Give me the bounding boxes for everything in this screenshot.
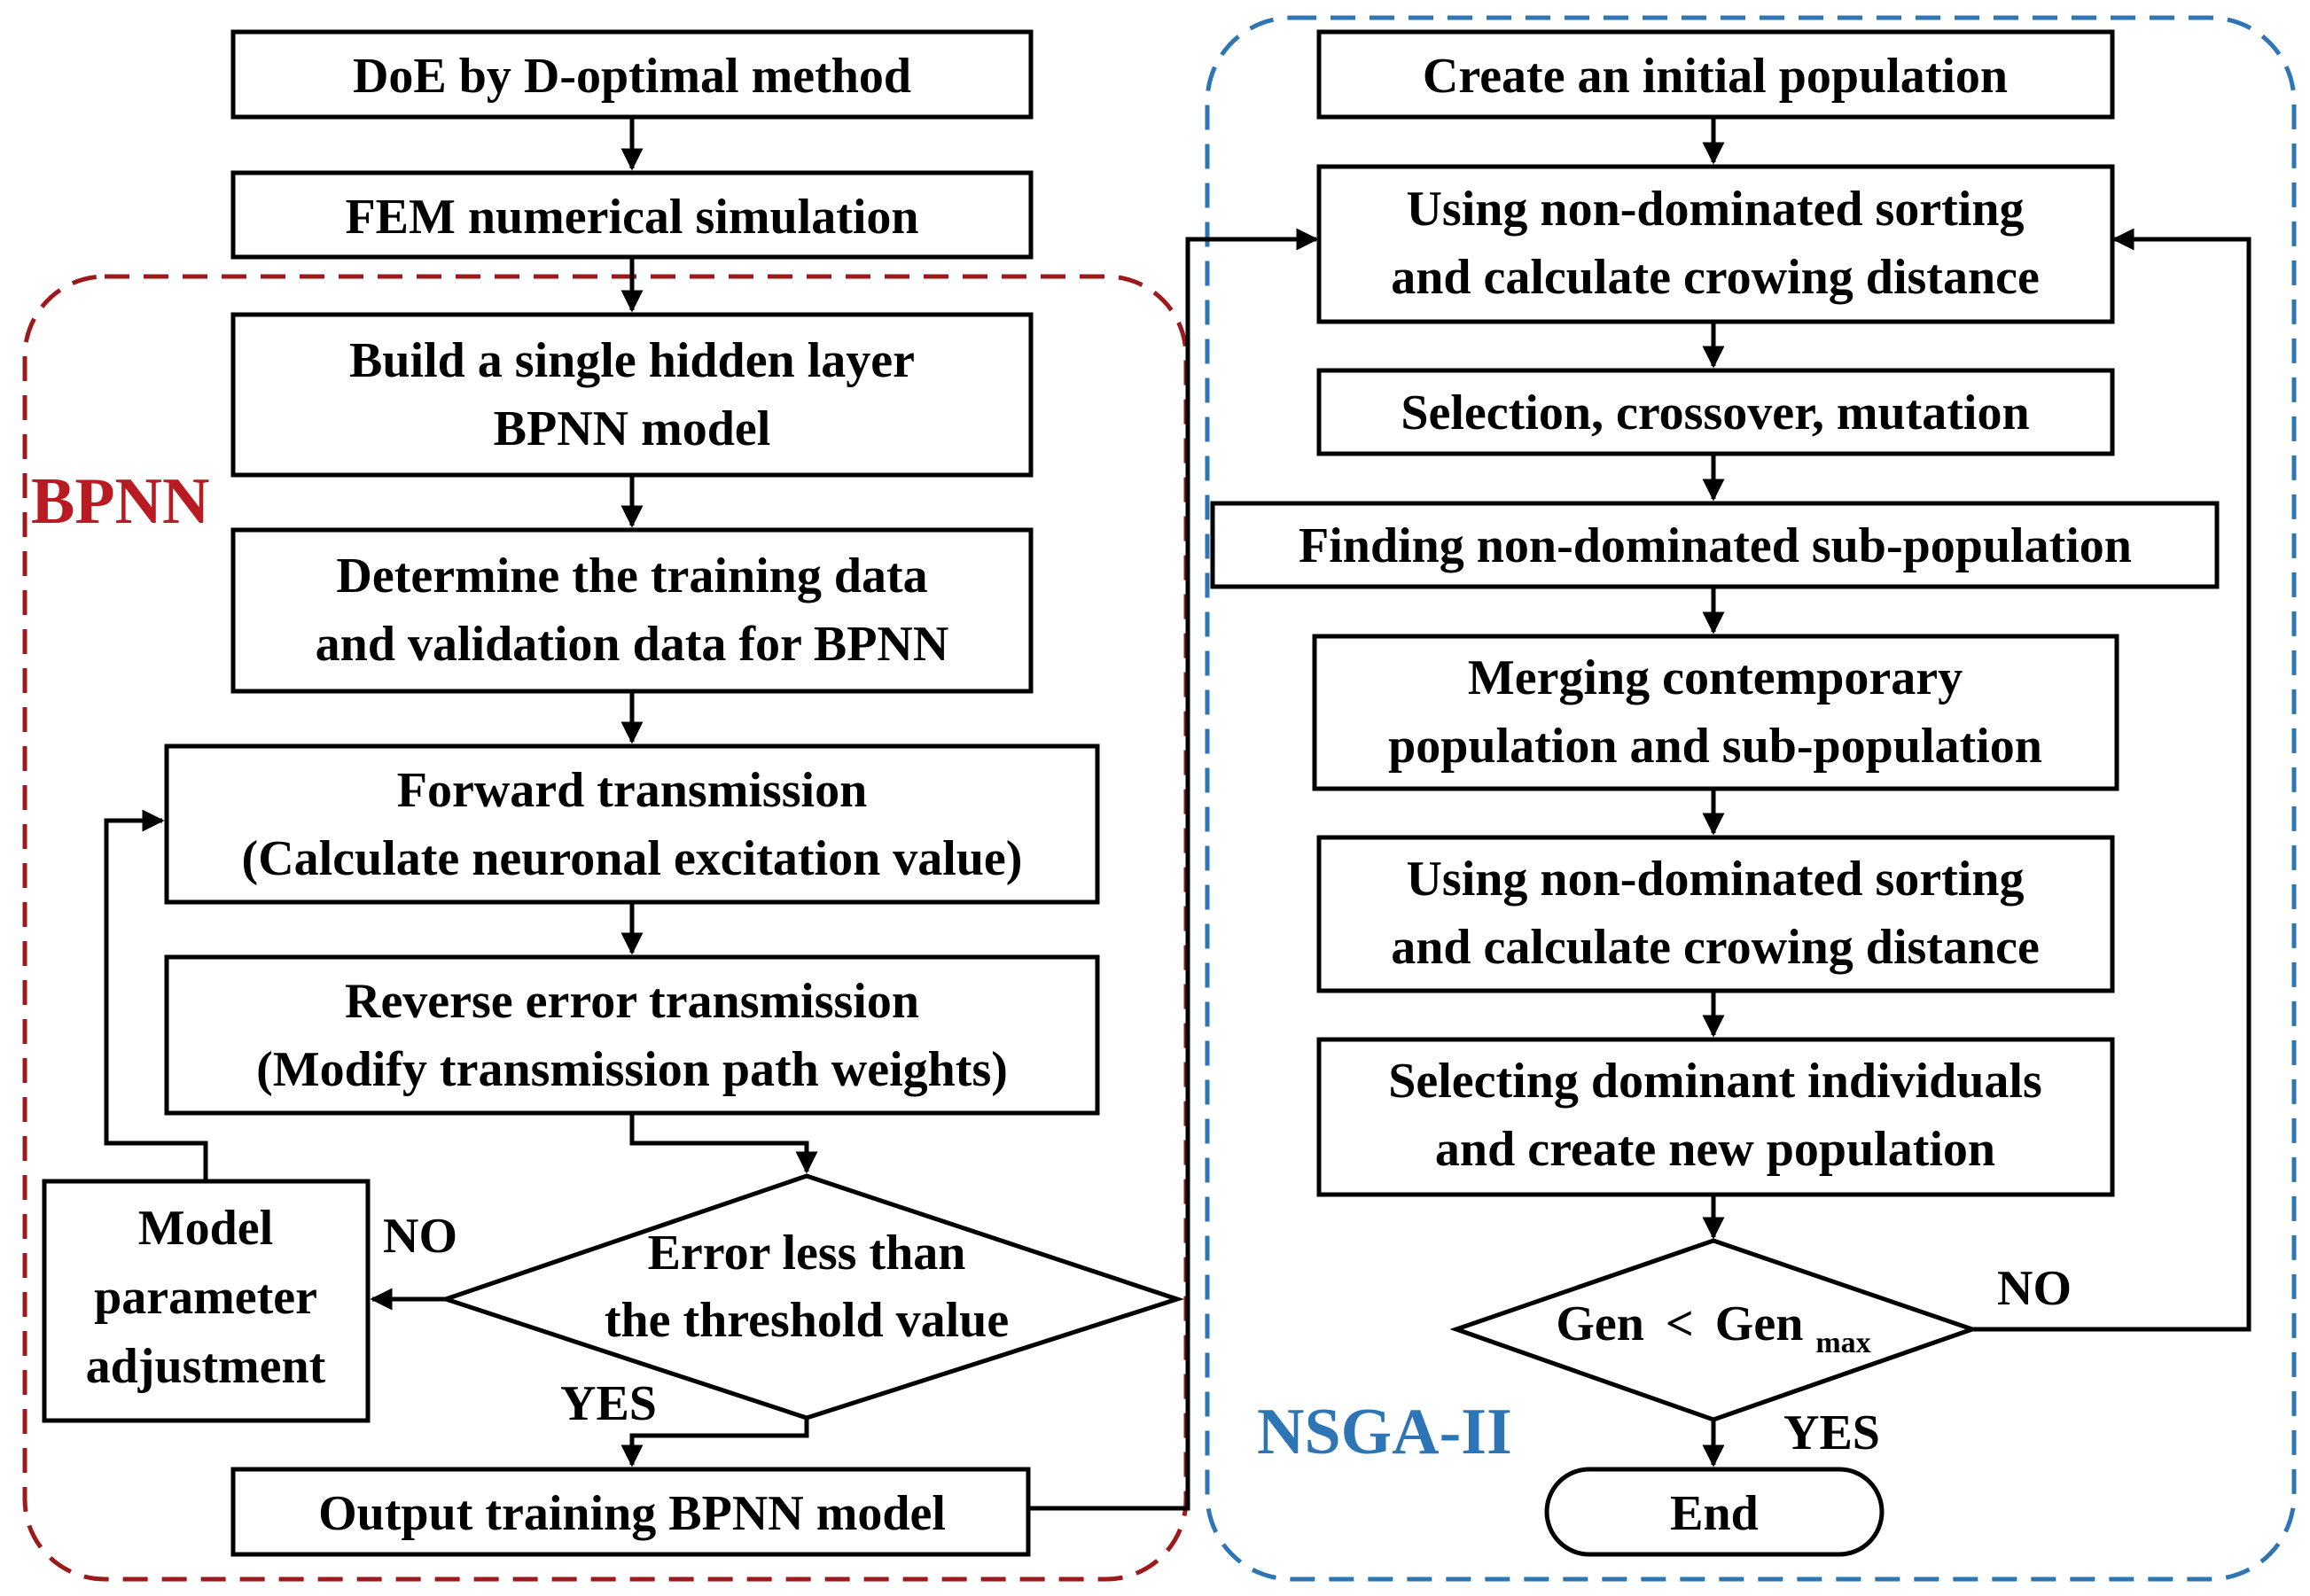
node-build-bpnn-line1: Build a single hidden layer	[349, 333, 915, 388]
node-selection: Selection, crossover, mutation	[1316, 368, 2115, 456]
bpnn-group-label: BPNN	[31, 465, 209, 538]
edge-label-gen-no: NO	[1997, 1261, 2072, 1316]
node-init-pop: Create an initial population	[1316, 29, 2115, 120]
node-doe-text: DoE by D-optimal method	[353, 49, 911, 104]
node-model-adjust-line3: adjustment	[86, 1339, 326, 1394]
node-finding-text: Finding non-dominated sub-population	[1299, 518, 2132, 573]
node-reverse-line2: (Modify transmission path weights)	[256, 1042, 1008, 1097]
node-error-check-line1: Error less than	[648, 1226, 966, 1281]
node-model-adjust: Model parameter adjustment	[42, 1179, 371, 1423]
edges	[104, 117, 2251, 1511]
node-finding: Finding non-dominated sub-population	[1210, 501, 2220, 589]
node-merging-line2: population and sub-population	[1388, 719, 2042, 774]
edge-output-nsga	[1028, 228, 1319, 1511]
edge-error-output-yes	[620, 1418, 809, 1468]
lt-symbol: <	[1666, 1296, 1694, 1351]
node-gen-check-text: Gen < Gen max	[1556, 1296, 1870, 1359]
node-selecting-dominant-line2: and create new population	[1435, 1122, 1995, 1177]
node-fem: FEM numerical simulation	[230, 170, 1034, 260]
edge-reverse-error	[629, 1113, 818, 1174]
edge-label-gen-yes: YES	[1783, 1405, 1880, 1460]
node-forward-line1: Forward transmission	[397, 763, 867, 818]
node-sorting1-line1: Using non-dominated sorting	[1406, 182, 2024, 237]
node-forward-line2: (Calculate neuronal excitation value)	[242, 831, 1023, 886]
node-forward: Forward transmission (Calculate neuronal…	[164, 744, 1100, 905]
node-gen-check: Gen < Gen max	[1449, 1238, 1979, 1422]
node-fem-text: FEM numerical simulation	[345, 190, 918, 245]
max-subscript: max	[1815, 1327, 1870, 1359]
node-reverse-line1: Reverse error transmission	[345, 974, 919, 1029]
edge-label-error-yes: YES	[560, 1376, 657, 1431]
node-output-bpnn: Output training BPNN model	[230, 1467, 1031, 1557]
genmax-label: Gen	[1715, 1296, 1804, 1351]
gen-label: Gen	[1556, 1296, 1644, 1351]
node-reverse: Reverse error transmission (Modify trans…	[164, 954, 1100, 1116]
node-error-check-line2: the threshold value	[605, 1293, 1009, 1348]
node-training-data-line2: and validation data for BPNN	[316, 617, 949, 672]
node-model-adjust-line1: Model	[138, 1201, 273, 1256]
node-model-adjust-line2: parameter	[94, 1270, 317, 1325]
edge-label-error-no: NO	[383, 1209, 457, 1264]
node-training-data-line1: Determine the training data	[336, 549, 927, 603]
node-build-bpnn-line2: BPNN model	[494, 401, 771, 456]
node-end: End	[1544, 1467, 1885, 1557]
node-training-data: Determine the training data and validati…	[230, 527, 1034, 694]
node-selection-text: Selection, crossover, mutation	[1401, 385, 2029, 440]
node-sorting2: Using non-dominated sorting and calculat…	[1316, 835, 2115, 993]
node-sorting1-line2: and calculate crowing distance	[1391, 250, 2040, 305]
node-doe: DoE by D-optimal method	[230, 29, 1034, 120]
node-selecting-dominant: Selecting dominant individuals and creat…	[1316, 1037, 2115, 1197]
node-selecting-dominant-line1: Selecting dominant individuals	[1388, 1054, 2042, 1109]
node-sorting2-line2: and calculate crowing distance	[1391, 920, 2040, 975]
node-init-pop-text: Create an initial population	[1423, 49, 2008, 104]
node-build-bpnn: Build a single hidden layer BPNN model	[230, 312, 1034, 478]
node-merging: Merging contemporary population and sub-…	[1312, 634, 2119, 791]
node-error-check: Error less than the threshold value	[439, 1173, 1185, 1421]
node-output-bpnn-text: Output training BPNN model	[318, 1486, 946, 1541]
node-sorting2-line1: Using non-dominated sorting	[1406, 852, 2024, 907]
node-sorting1: Using non-dominated sorting and calculat…	[1316, 164, 2115, 324]
edge-gen-sorting1-no	[1972, 228, 2251, 1332]
node-end-text: End	[1670, 1486, 1759, 1541]
edge-adjust-forward	[104, 809, 208, 1181]
node-merging-line1: Merging contemporary	[1468, 650, 1963, 705]
nsga-group-label: NSGA-II	[1257, 1396, 1512, 1468]
